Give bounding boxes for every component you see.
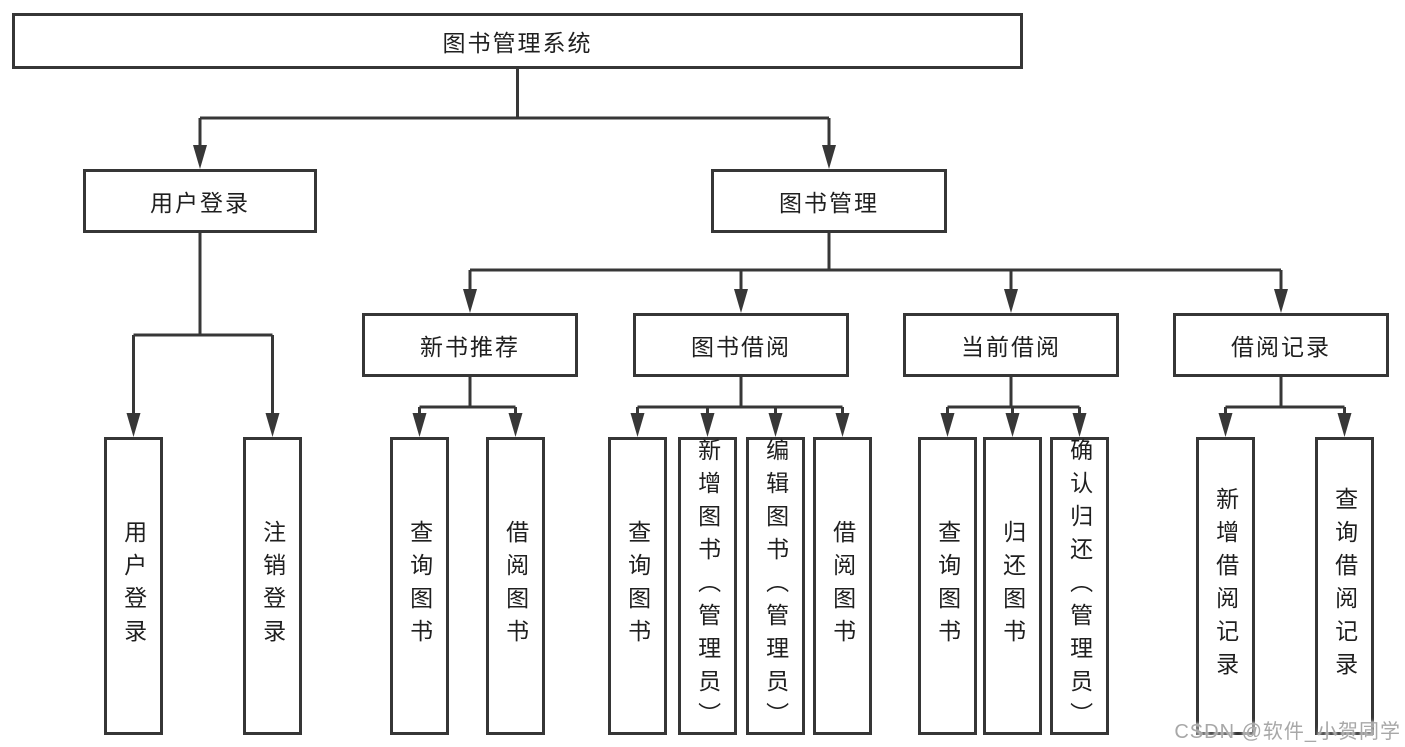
node-new-book-recommendation: 新书推荐: [362, 313, 578, 377]
leaf-query-books-current: 查询图书: [918, 437, 977, 735]
leaf-edit-books-admin: 编辑图书（管理员）: [746, 437, 805, 735]
node-borrowing-records: 借阅记录: [1173, 313, 1389, 377]
node-book-management: 图书管理: [711, 169, 947, 233]
leaf-label: 查询借阅记录: [1331, 487, 1358, 685]
leaf-label: 查询图书: [624, 520, 651, 652]
leaf-label: 注销登录: [259, 520, 286, 652]
node-book-borrowing: 图书借阅: [633, 313, 849, 377]
leaf-label: 新增图书（管理员）: [694, 437, 721, 735]
leaf-user-login: 用户登录: [104, 437, 163, 735]
leaf-label: 新增借阅记录: [1212, 487, 1239, 685]
csdn-watermark: CSDN @软件_小贺同学: [1174, 721, 1401, 743]
node-current-borrowing: 当前借阅: [903, 313, 1119, 377]
leaf-label: 借阅图书: [502, 520, 529, 652]
node-library-management-system: 图书管理系统: [12, 13, 1023, 69]
leaf-query-books-borrow: 查询图书: [608, 437, 667, 735]
leaf-label: 借阅图书: [829, 520, 856, 652]
node-user-login: 用户登录: [83, 169, 317, 233]
leaf-label: 编辑图书（管理员）: [762, 437, 789, 735]
leaf-label: 查询图书: [406, 520, 433, 652]
leaf-return-books: 归还图书: [983, 437, 1042, 735]
leaf-add-books-admin: 新增图书（管理员）: [678, 437, 737, 735]
leaf-label: 确认归还（管理员）: [1066, 437, 1093, 735]
leaf-logout: 注销登录: [243, 437, 302, 735]
leaf-label: 查询图书: [934, 520, 961, 652]
leaf-query-borrow-record: 查询借阅记录: [1315, 437, 1374, 735]
leaf-add-borrow-record: 新增借阅记录: [1196, 437, 1255, 735]
leaf-borrow-books: 借阅图书: [813, 437, 872, 735]
leaf-label: 用户登录: [120, 520, 147, 652]
leaf-query-books-recommend: 查询图书: [390, 437, 449, 735]
leaf-confirm-return-admin: 确认归还（管理员）: [1050, 437, 1109, 735]
leaf-label: 归还图书: [999, 520, 1026, 652]
leaf-borrow-books-recommend: 借阅图书: [486, 437, 545, 735]
